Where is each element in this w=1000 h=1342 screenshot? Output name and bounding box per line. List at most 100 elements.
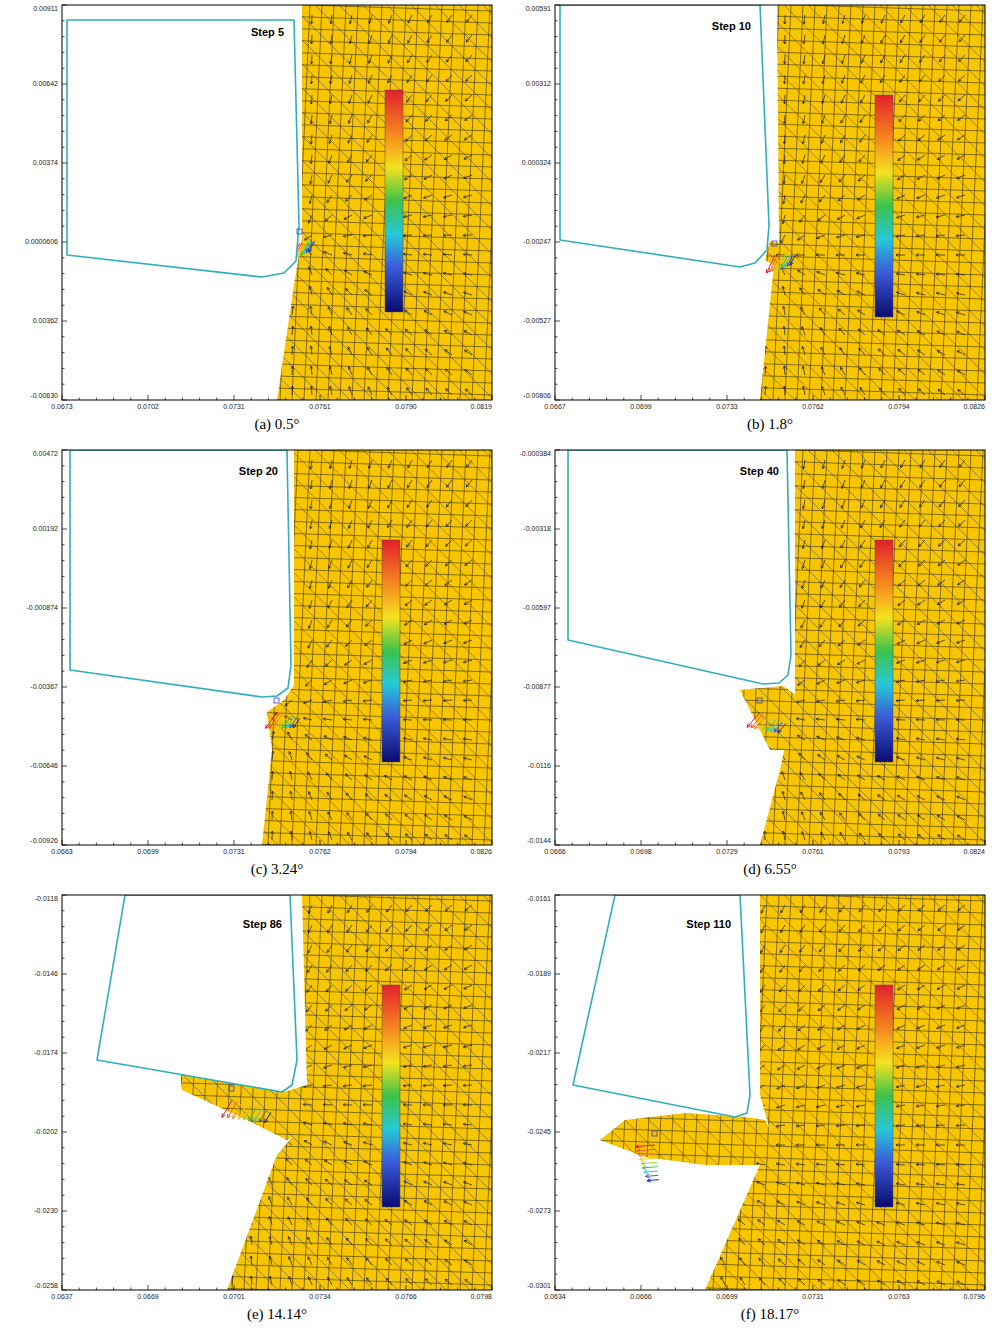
- axis-tick: [492, 395, 493, 400]
- velocity-head: [796, 700, 799, 703]
- velocity-vector: [822, 387, 825, 395]
- mesh-line: [857, 450, 875, 845]
- velocity-vector: [404, 310, 412, 315]
- velocity-head: [443, 272, 446, 275]
- velocity-vector: [325, 660, 332, 666]
- mesh-line: [833, 5, 851, 400]
- velocity-vector: [840, 580, 845, 588]
- velocity-head: [367, 140, 370, 143]
- velocity-vector: [407, 520, 412, 527]
- velocity-vector: [425, 580, 432, 586]
- velocity-vector: [369, 480, 372, 488]
- velocity-head: [821, 545, 824, 548]
- velocity-vector: [862, 460, 865, 468]
- velocity-vector: [344, 270, 352, 275]
- velocity-head: [803, 21, 806, 24]
- axis-tick: [555, 352, 558, 353]
- velocity-head: [860, 387, 863, 390]
- velocity-vector: [407, 55, 412, 63]
- velocity-head: [403, 215, 406, 218]
- velocity-head: [310, 366, 313, 369]
- velocity-vector: [818, 289, 825, 295]
- velocity-head: [957, 331, 960, 334]
- velocity-head: [406, 138, 409, 141]
- velocity-head: [937, 196, 940, 199]
- velocity-vector: [444, 640, 452, 643]
- velocity-head: [363, 234, 366, 237]
- velocity-vector: [959, 15, 965, 22]
- axis-tick: [285, 843, 286, 846]
- velocity-vector: [444, 155, 452, 160]
- velocity-vector: [404, 757, 412, 760]
- plot-area: [555, 450, 985, 845]
- velocity-head: [325, 218, 328, 221]
- velocity-head: [920, 39, 923, 42]
- velocity-vector: [858, 640, 865, 645]
- velocity-vector: [367, 833, 372, 840]
- axis-tick: [623, 398, 624, 401]
- velocity-vector: [781, 235, 785, 243]
- velocity-head: [899, 119, 902, 122]
- velocity-vector: [445, 350, 452, 355]
- velocity-head: [349, 41, 352, 44]
- axis-tick: [62, 5, 67, 6]
- axis-tick: [79, 398, 80, 401]
- mesh-line: [340, 450, 358, 845]
- axis-tick: [62, 702, 65, 703]
- velocity-head: [938, 137, 941, 140]
- velocity-vector: [918, 350, 925, 355]
- velocity-vector: [842, 15, 845, 24]
- mesh-line: [62, 321, 492, 335]
- velocity-head: [801, 180, 804, 183]
- velocity-vector: [443, 273, 452, 275]
- velocity-head: [802, 366, 805, 369]
- velocity-head: [347, 308, 350, 311]
- axis-tick: [744, 398, 745, 401]
- velocity-head: [329, 506, 332, 509]
- velocity-vector: [328, 175, 332, 183]
- axis-tick: [950, 398, 951, 401]
- velocity-head: [801, 625, 804, 628]
- velocity-vector: [426, 115, 432, 121]
- velocity-vector: [324, 252, 332, 255]
- velocity-head: [346, 624, 349, 627]
- velocity-vector: [856, 235, 865, 237]
- velocity-head: [937, 622, 940, 625]
- axis-tick: [62, 465, 65, 466]
- velocity-head: [309, 831, 312, 834]
- velocity-head: [347, 179, 350, 182]
- velocity-head: [290, 811, 293, 814]
- velocity-vector: [328, 812, 332, 820]
- velocity-head: [957, 641, 960, 644]
- mesh-line: [555, 694, 985, 708]
- velocity-vector: [917, 175, 925, 179]
- mesh-line: [62, 802, 492, 816]
- velocity-head: [917, 331, 920, 334]
- velocity-vector: [446, 95, 452, 101]
- axis-tick: [130, 843, 131, 846]
- velocity-head: [405, 622, 408, 625]
- velocity-head: [404, 776, 407, 779]
- velocity-vector: [408, 460, 412, 468]
- velocity-head: [443, 680, 446, 683]
- velocity-vector: [918, 560, 925, 566]
- axis-tick: [113, 843, 114, 846]
- velocity-vector: [311, 35, 313, 44]
- velocity-head: [329, 346, 332, 349]
- velocity-vector: [798, 235, 805, 240]
- velocity-vector: [446, 500, 452, 507]
- velocity-head: [857, 662, 860, 665]
- velocity-vector: [290, 791, 292, 800]
- axis-tick: [813, 395, 814, 400]
- velocity-vector: [857, 660, 865, 664]
- mesh-line: [364, 450, 382, 845]
- velocity-head: [917, 177, 920, 180]
- velocity-vector: [363, 680, 372, 683]
- velocity-head: [897, 177, 900, 180]
- mesh-line: [62, 285, 492, 299]
- axis-tick: [62, 513, 65, 514]
- mesh-line: [917, 450, 935, 845]
- velocity-head: [956, 660, 959, 663]
- axis-tick: [371, 398, 372, 401]
